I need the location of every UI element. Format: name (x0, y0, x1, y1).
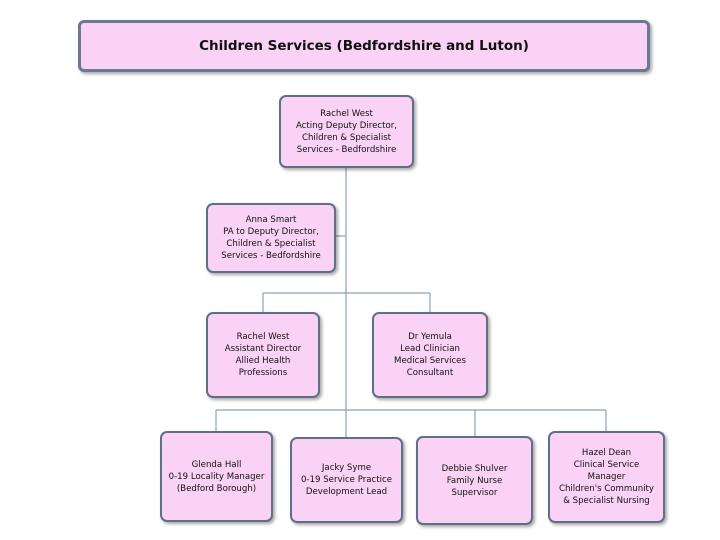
node-nurse-supervisor-text: Debbie Shulver Family Nurse Supervisor (441, 463, 508, 498)
node-clinical-manager: Hazel Dean Clinical Service Manager Chil… (548, 431, 665, 523)
node-pa-text: Anna Smart PA to Deputy Director, Childr… (221, 215, 321, 261)
node-lead-clinician: Dr Yemula Lead Clinician Medical Service… (372, 312, 488, 398)
node-lead-clinician-text: Dr Yemula Lead Clinician Medical Service… (394, 332, 466, 378)
node-pa: Anna Smart PA to Deputy Director, Childr… (206, 203, 336, 273)
node-director-text: Rachel West Acting Deputy Director, Chil… (295, 108, 398, 155)
node-practice-lead-text: Jacky Syme 0-19 Service Practice Develop… (300, 463, 393, 497)
node-locality-manager: Glenda Hall 0-19 Locality Manager (Bedfo… (160, 431, 273, 522)
node-locality-manager-text: Glenda Hall 0-19 Locality Manager (Bedfo… (168, 459, 265, 494)
node-assistant-director: Rachel West Assistant Director Allied He… (206, 312, 320, 398)
node-director: Rachel West Acting Deputy Director, Chil… (279, 95, 414, 168)
title-box: Children Services (Bedfordshire and Luto… (78, 20, 650, 72)
node-practice-lead: Jacky Syme 0-19 Service Practice Develop… (290, 437, 403, 523)
node-nurse-supervisor: Debbie Shulver Family Nurse Supervisor (416, 436, 533, 525)
node-assistant-director-text: Rachel West Assistant Director Allied He… (224, 332, 302, 378)
chart-title: Children Services (Bedfordshire and Luto… (199, 38, 529, 54)
node-clinical-manager-text: Hazel Dean Clinical Service Manager Chil… (558, 448, 655, 506)
